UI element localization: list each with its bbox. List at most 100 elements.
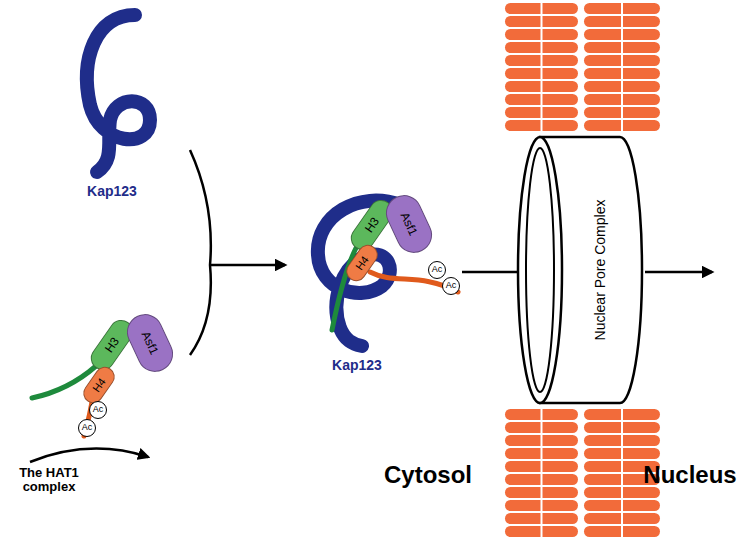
- lipid-split: [541, 500, 543, 511]
- lipid-split: [621, 409, 623, 420]
- lipid: [505, 120, 578, 131]
- lipid-split: [621, 487, 623, 498]
- lipid: [505, 461, 578, 472]
- lipid-split: [541, 422, 543, 433]
- node-text: Ac: [93, 405, 104, 414]
- lipid: [505, 55, 578, 66]
- acetyl-mark: Ac: [89, 401, 108, 420]
- lipid: [505, 435, 578, 446]
- lipid: [584, 500, 660, 511]
- compartment-label: Cytosol: [363, 462, 493, 487]
- lipid-split: [621, 55, 623, 66]
- lipid: [505, 448, 578, 459]
- merge-bracket: [190, 150, 211, 355]
- lipid-split: [541, 435, 543, 446]
- lipid: [505, 68, 578, 79]
- lipid-split: [541, 513, 543, 524]
- pore-label-box: Nuclear Pore Complex: [589, 170, 611, 370]
- lipid: [505, 409, 578, 420]
- lipid-split: [621, 107, 623, 118]
- lipid-split: [621, 16, 623, 27]
- lipid: [505, 474, 578, 485]
- lipid-split: [621, 448, 623, 459]
- arrow: [211, 264, 285, 267]
- lipid: [505, 81, 578, 92]
- lipid-split: [541, 474, 543, 485]
- lipid: [584, 42, 660, 53]
- lipid-split: [621, 3, 623, 14]
- arrow: [645, 271, 712, 274]
- lipid-split: [621, 526, 623, 537]
- lipid-split: [541, 81, 543, 92]
- lipid-split: [541, 526, 543, 537]
- lipid-split: [621, 68, 623, 79]
- lipid: [505, 16, 578, 27]
- lipid: [584, 513, 660, 524]
- pore-ring: [518, 137, 562, 403]
- lipid-split: [541, 487, 543, 498]
- lipid-split: [541, 29, 543, 40]
- lipid-split: [541, 3, 543, 14]
- lipid: [584, 107, 660, 118]
- lipid-split: [541, 94, 543, 105]
- lipid: [505, 422, 578, 433]
- lipid: [584, 55, 660, 66]
- hat1-arrow: [30, 449, 148, 462]
- lipid: [505, 526, 578, 537]
- node-text: Ac: [82, 423, 93, 432]
- lipid-split: [541, 461, 543, 472]
- lipid: [505, 107, 578, 118]
- lipid: [584, 81, 660, 92]
- node-text: H4: [353, 254, 370, 272]
- lipid-split: [541, 107, 543, 118]
- lipid-split: [621, 29, 623, 40]
- lipid: [584, 29, 660, 40]
- lipid: [584, 526, 660, 537]
- lipid: [505, 29, 578, 40]
- lipid: [584, 68, 660, 79]
- lipid-split: [621, 500, 623, 511]
- lipid-split: [621, 435, 623, 446]
- lipid: [584, 435, 660, 446]
- node-text: H4: [90, 376, 107, 394]
- lipid: [505, 500, 578, 511]
- lipid: [505, 3, 578, 14]
- asf1-protein: Asf1: [121, 308, 179, 378]
- lipid-split: [621, 513, 623, 524]
- compartment-label: Nucleus: [635, 462, 745, 487]
- lipid-split: [621, 94, 623, 105]
- lipid: [584, 487, 660, 498]
- lipid: [505, 487, 578, 498]
- lipid-split: [621, 422, 623, 433]
- node-text: H3: [363, 215, 382, 234]
- lipid-split: [541, 42, 543, 53]
- kap123-shape: [87, 15, 150, 172]
- protein-label: Kap123: [312, 358, 402, 373]
- lipid-split: [621, 42, 623, 53]
- lipid: [584, 422, 660, 433]
- lipid-split: [541, 120, 543, 131]
- lipid: [584, 16, 660, 27]
- lipid: [584, 120, 660, 131]
- acetyl-mark: Ac: [78, 419, 97, 438]
- lipid: [584, 448, 660, 459]
- lipid-split: [621, 120, 623, 131]
- node-text: Asf1: [398, 211, 419, 238]
- lipid-split: [621, 461, 623, 472]
- node-text: Nuclear Pore Complex: [593, 200, 607, 341]
- acetyl-mark: Ac: [442, 277, 461, 296]
- lipid-split: [621, 81, 623, 92]
- lipid: [584, 409, 660, 420]
- protein-label: Kap123: [67, 184, 157, 199]
- lipid-split: [541, 68, 543, 79]
- pore-ring: [526, 148, 554, 392]
- lipid-split: [541, 409, 543, 420]
- complex-label: The HAT1 complex: [3, 466, 95, 493]
- lipid: [505, 513, 578, 524]
- lipid-bilayer: [505, 3, 660, 537]
- acetyl-mark: Ac: [428, 261, 447, 280]
- node-text: Ac: [446, 281, 457, 290]
- node-text: Asf1: [139, 330, 160, 357]
